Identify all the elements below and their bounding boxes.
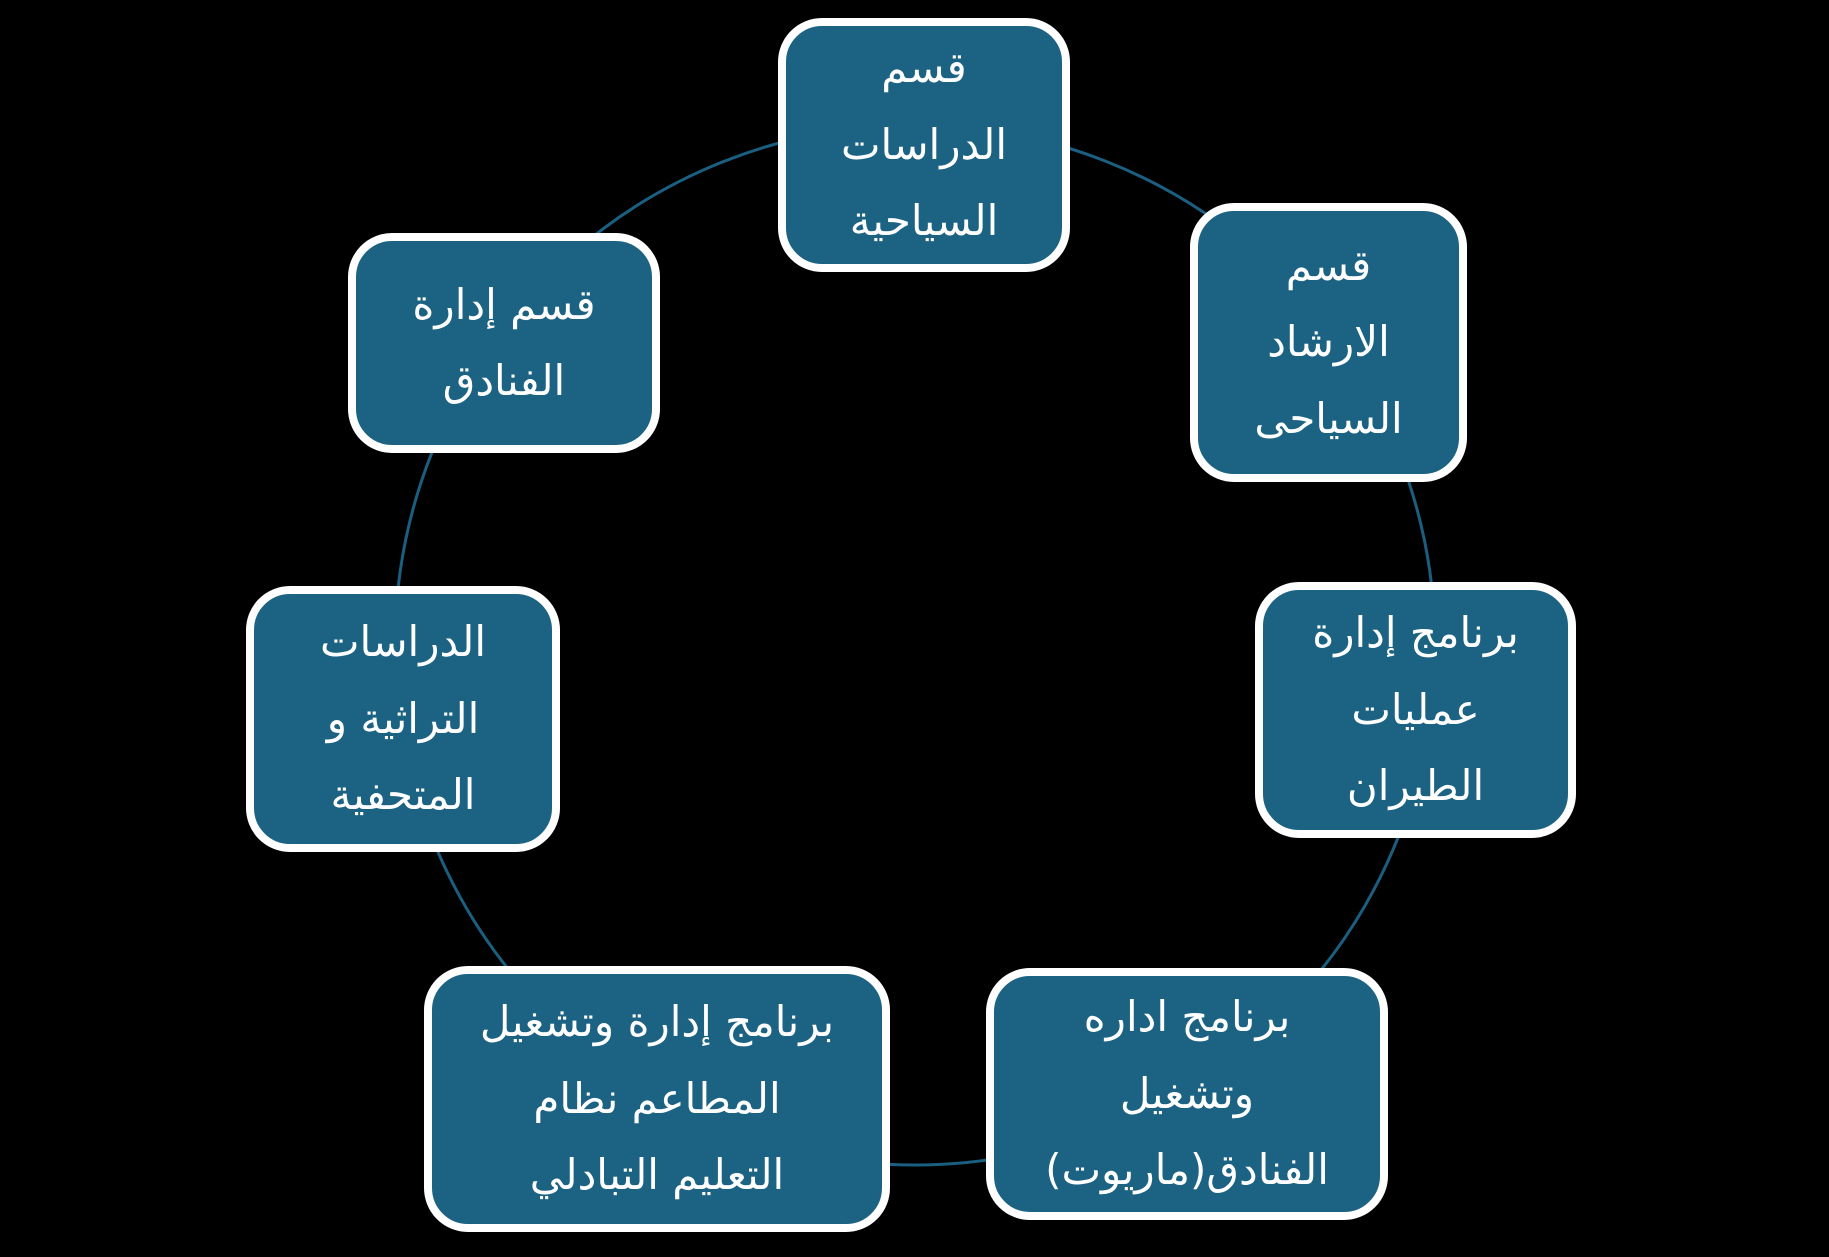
node-hotel-management-dept: قسم إدارة الفنادق xyxy=(348,233,660,453)
node-label: الدراسات التراثية و المتحفية xyxy=(320,617,486,820)
node-label: برنامج إدارة وتشغيل المطاعم نظام التعليم… xyxy=(479,997,835,1200)
node-label: برنامج اداره وتشغيل الفنادق(ماريوت) xyxy=(1045,992,1329,1195)
node-label: برنامج إدارة عمليات الطيران xyxy=(1312,608,1519,811)
node-heritage-museum-studies: الدراسات التراثية و المتحفية xyxy=(246,586,560,852)
node-label: قسم الدراسات السياحية xyxy=(841,43,1007,246)
node-restaurants-dual-education-program: برنامج إدارة وتشغيل المطاعم نظام التعليم… xyxy=(424,966,890,1232)
node-aviation-operations-program: برنامج إدارة عمليات الطيران xyxy=(1255,582,1576,838)
node-hotel-operation-marriott-program: برنامج اداره وتشغيل الفنادق(ماريوت) xyxy=(986,968,1388,1220)
node-label: قسم الارشاد السياحى xyxy=(1254,240,1403,443)
node-tourism-studies-dept: قسم الدراسات السياحية xyxy=(778,18,1070,272)
node-label: قسم إدارة الفنادق xyxy=(412,279,596,405)
node-tourist-guidance-dept: قسم الارشاد السياحى xyxy=(1190,203,1467,482)
